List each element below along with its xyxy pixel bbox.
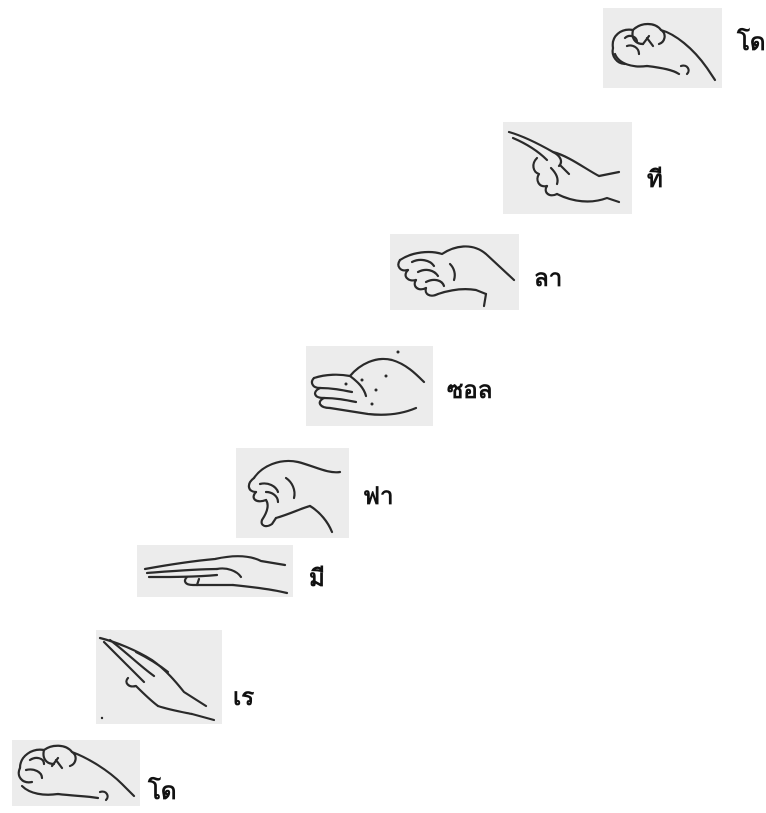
step-label: ซอล [447, 378, 492, 402]
step-label: ฟา [363, 484, 393, 508]
pointing-hand-icon [503, 122, 632, 214]
step-label: เร [233, 685, 254, 709]
fist-hand-icon [12, 740, 140, 806]
flat-palm-hand-icon [306, 346, 433, 426]
step-label: ที [647, 167, 663, 191]
step-label: โด [737, 30, 765, 54]
step-label: ลา [534, 266, 562, 290]
fist-hand-icon [603, 8, 722, 88]
curled-fingers-hand-icon [390, 234, 519, 310]
step-label: มี [309, 566, 325, 590]
angled-hand-icon [96, 630, 222, 724]
step-label: โด [148, 779, 176, 803]
horizontal-hand-icon [137, 545, 293, 597]
thumb-down-hand-icon [236, 448, 349, 538]
